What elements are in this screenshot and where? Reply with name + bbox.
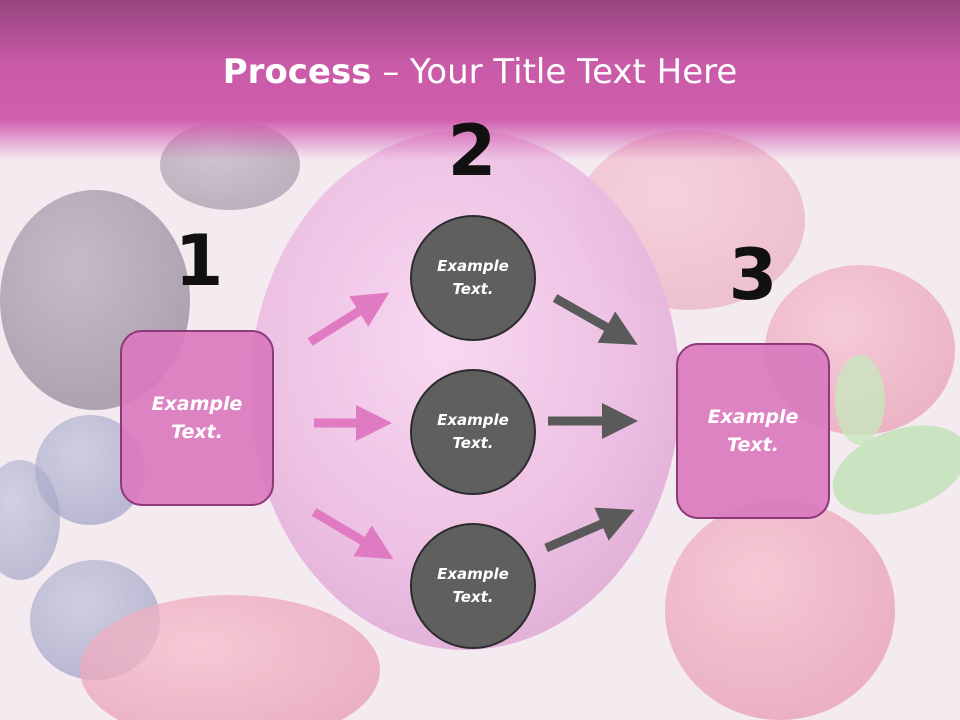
circle-bottom-line1: Example (437, 564, 509, 583)
blueberry-1 (35, 415, 145, 525)
step-number-2: 2 (447, 110, 497, 192)
arrow-gray-down (552, 294, 638, 345)
step-number-3: 3 (728, 234, 778, 316)
circle-top-line1: Example (437, 256, 509, 275)
right-box-line1: Example (707, 405, 799, 428)
title-bold: Process (222, 52, 372, 92)
arrow-pink-down (311, 508, 394, 560)
circle-middle[interactable]: Example Text. (410, 369, 536, 495)
circle-bottom[interactable]: Example Text. (410, 523, 536, 649)
circle-bottom-line2: Text. (452, 588, 494, 606)
left-box-line1: Example (151, 392, 243, 415)
raspberry-bottom-left (80, 595, 380, 720)
circle-middle-line2: Text. (452, 434, 494, 452)
title-rest: – Your Title Text Here (371, 52, 738, 92)
circle-middle-line1: Example (437, 410, 509, 429)
arrow-pink-up (307, 292, 390, 346)
raspberry-bottom-right (665, 500, 895, 720)
slide-title: Process – Your Title Text Here (0, 52, 960, 92)
circle-top-line2: Text. (452, 280, 494, 298)
mint-leaf-1 (832, 425, 960, 515)
left-box-line2: Text. (171, 421, 223, 443)
mint-leaf-2 (835, 355, 885, 445)
circle-top[interactable]: Example Text. (410, 215, 536, 341)
right-text-box[interactable]: Example Text. (676, 343, 830, 519)
right-box-line2: Text. (727, 434, 779, 456)
left-text-box[interactable]: Example Text. (120, 330, 274, 506)
header-band (0, 0, 960, 160)
arrow-gray-up (544, 507, 635, 553)
blueberry-2 (0, 460, 60, 580)
step-number-1: 1 (174, 220, 224, 302)
